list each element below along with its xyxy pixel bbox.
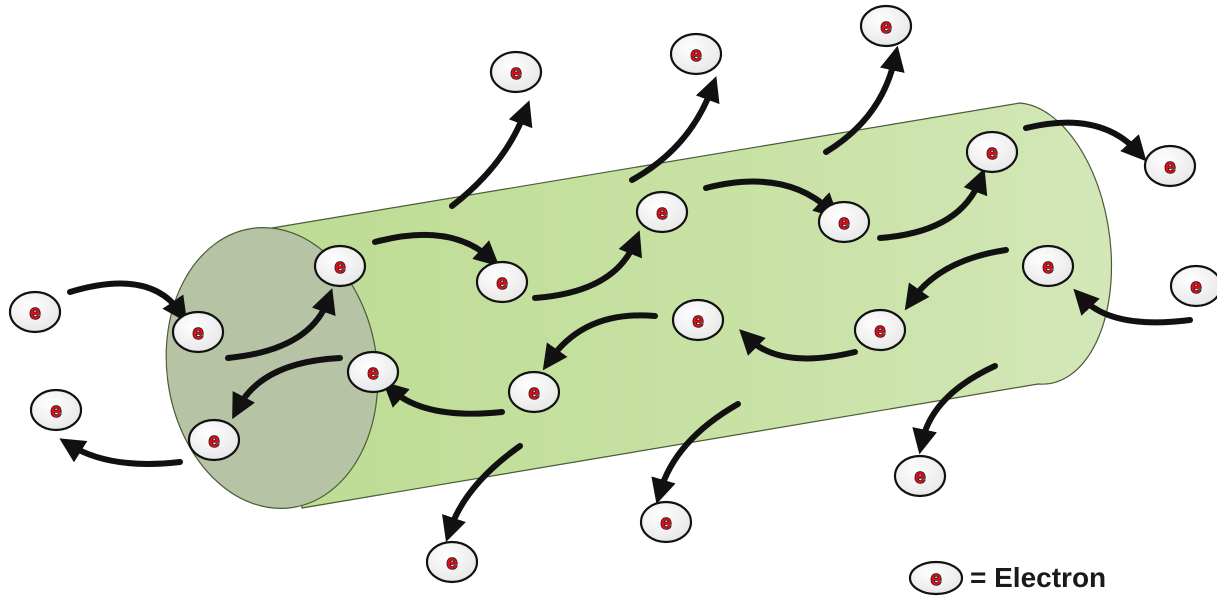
svg-text:e: e (1190, 276, 1201, 298)
arrow (67, 280, 188, 323)
svg-text:e: e (874, 320, 885, 342)
electrons: e e e e e e e e (8, 4, 1217, 584)
legend-electron-icon: e (908, 560, 964, 596)
svg-text:e: e (510, 62, 521, 84)
electron: e (965, 130, 1019, 174)
electron: e (313, 244, 367, 288)
svg-text:e: e (50, 400, 61, 422)
svg-text:e: e (528, 382, 539, 404)
svg-text:e: e (29, 302, 40, 324)
svg-text:e: e (334, 256, 345, 278)
arrow (532, 230, 643, 301)
arrow (629, 76, 720, 183)
svg-text:e: e (690, 44, 701, 66)
arrow (442, 443, 523, 542)
svg-text:e: e (656, 202, 667, 224)
legend: e = Electron (908, 560, 1106, 596)
arrow (372, 231, 500, 267)
svg-text:e: e (1164, 156, 1175, 178)
arrow (651, 401, 741, 505)
arrow (59, 438, 183, 467)
electron: e (425, 540, 479, 584)
electron: e (8, 290, 62, 334)
svg-text:e: e (1042, 256, 1053, 278)
svg-text:e: e (208, 430, 219, 452)
electron: e (346, 350, 400, 394)
electron: e (29, 388, 83, 432)
arrow (823, 45, 905, 155)
svg-text:e: e (838, 212, 849, 234)
svg-text:e: e (880, 16, 891, 38)
svg-text:e: e (192, 322, 203, 344)
svg-text:e: e (446, 552, 457, 574)
arrow (1023, 119, 1147, 162)
arrow (1073, 288, 1193, 326)
electron: e (671, 298, 725, 342)
electron: e (187, 418, 241, 462)
arrow (449, 100, 533, 209)
arrow (382, 381, 505, 417)
arrow (232, 355, 343, 420)
svg-text:e: e (660, 512, 671, 534)
wire-cylinder (165, 102, 1113, 509)
arrows (59, 45, 1193, 542)
arrow (542, 312, 658, 371)
electron: e (489, 50, 543, 94)
svg-text:e: e (914, 466, 925, 488)
svg-text:e: e (692, 310, 703, 332)
electron: e (817, 200, 871, 244)
electron: e (859, 4, 913, 48)
svg-text:e: e (930, 568, 941, 590)
electron: e (669, 32, 723, 76)
electron: e (475, 260, 529, 304)
arrow (739, 329, 858, 362)
electron: e (893, 454, 947, 498)
electron: e (639, 500, 693, 544)
svg-text:e: e (986, 142, 997, 164)
electron: e (635, 190, 689, 234)
electron: e (1021, 244, 1075, 288)
electron: e (507, 370, 561, 414)
arrow (912, 363, 998, 455)
arrow (225, 288, 336, 361)
electron: e (853, 308, 907, 352)
electron: e (1143, 144, 1197, 188)
svg-text:e: e (367, 362, 378, 384)
svg-text:e: e (496, 272, 507, 294)
electron: e (1169, 264, 1217, 308)
electron: e (171, 310, 225, 354)
legend-label: = Electron (970, 562, 1107, 593)
arrow (904, 247, 1009, 311)
arrow (877, 168, 988, 241)
arrow (703, 178, 840, 219)
